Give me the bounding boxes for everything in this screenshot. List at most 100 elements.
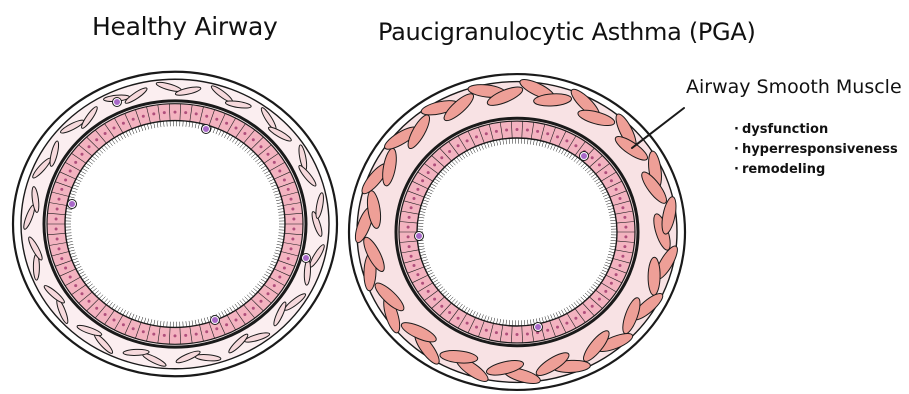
immune-cell-nucleus xyxy=(303,255,309,261)
cell-nucleus xyxy=(433,298,436,301)
cell-nucleus xyxy=(495,331,498,334)
airway-lumen xyxy=(65,121,285,328)
cell-nucleus xyxy=(142,330,145,333)
cell-nucleus xyxy=(624,235,627,238)
cell-nucleus xyxy=(122,122,125,125)
cell-nucleus xyxy=(565,139,568,142)
cell-nucleus xyxy=(466,322,469,325)
cell-nucleus xyxy=(252,138,255,141)
cell-nucleus xyxy=(485,329,488,332)
cell-nucleus xyxy=(546,132,549,135)
cell-nucleus xyxy=(598,163,601,166)
cell-nucleus xyxy=(291,208,294,211)
cell-nucleus xyxy=(621,255,624,258)
smooth-muscle-bundle xyxy=(648,257,661,295)
cell-nucleus xyxy=(427,290,430,293)
cell-nucleus xyxy=(278,170,281,173)
cell-nucleus xyxy=(516,333,519,336)
cell-nucleus xyxy=(243,132,246,135)
cell-nucleus xyxy=(583,311,586,314)
cell-nucleus xyxy=(60,188,63,191)
cell-nucleus xyxy=(421,179,424,182)
cell-nucleus xyxy=(278,276,281,279)
immune-cell-nucleus xyxy=(203,126,209,132)
cell-nucleus xyxy=(427,171,430,174)
immune-cell-nucleus xyxy=(114,99,120,105)
cell-nucleus xyxy=(74,284,77,287)
immune-cell-nucleus xyxy=(581,153,587,159)
cell-nucleus xyxy=(225,323,228,326)
healthy-airway-cross-section xyxy=(13,72,337,377)
cell-nucleus xyxy=(290,247,293,250)
cell-nucleus xyxy=(174,111,177,114)
cell-nucleus xyxy=(58,247,61,250)
cell-nucleus xyxy=(113,127,116,130)
cell-nucleus xyxy=(410,255,413,258)
cell-nucleus xyxy=(95,307,98,310)
cell-nucleus xyxy=(60,257,63,260)
cell-nucleus xyxy=(556,135,559,138)
bullet-dysfunction: dysfunction xyxy=(734,120,898,140)
cell-nucleus xyxy=(174,334,177,337)
cell-nucleus xyxy=(252,307,255,310)
cell-nucleus xyxy=(574,317,577,320)
cell-nucleus xyxy=(287,257,290,260)
cell-nucleus xyxy=(235,127,238,130)
cell-nucleus xyxy=(283,179,286,182)
cell-nucleus xyxy=(536,130,539,133)
cell-nucleus xyxy=(163,334,166,337)
cell-nucleus xyxy=(565,322,568,325)
cell-nucleus xyxy=(267,153,270,156)
cell-nucleus xyxy=(475,326,478,329)
cell-nucleus xyxy=(292,228,295,231)
cell-nucleus xyxy=(407,235,410,238)
immune-cell-nucleus xyxy=(416,233,422,239)
cell-nucleus xyxy=(448,311,451,314)
cell-nucleus xyxy=(81,292,84,295)
cell-nucleus xyxy=(457,144,460,147)
cell-nucleus xyxy=(163,111,166,114)
cell-nucleus xyxy=(495,130,498,133)
cell-nucleus xyxy=(556,326,559,329)
cell-nucleus xyxy=(421,282,424,285)
cell-nucleus xyxy=(132,327,135,330)
cell-nucleus xyxy=(457,317,460,320)
cell-nucleus xyxy=(55,228,58,231)
cell-nucleus xyxy=(64,267,67,270)
cell-nucleus xyxy=(516,128,519,131)
cell-nucleus xyxy=(615,273,618,276)
cell-nucleus xyxy=(619,197,622,200)
immune-cell-nucleus xyxy=(69,201,75,207)
cell-nucleus xyxy=(408,216,411,219)
cell-nucleus xyxy=(225,122,228,125)
cell-nucleus xyxy=(410,206,413,209)
cell-nucleus xyxy=(69,276,72,279)
immune-cell-nucleus xyxy=(535,324,541,330)
airway-lumen xyxy=(417,138,617,326)
cell-nucleus xyxy=(142,115,145,118)
cell-nucleus xyxy=(215,118,218,121)
cell-nucleus xyxy=(604,171,607,174)
cell-nucleus xyxy=(55,218,58,221)
cell-nucleus xyxy=(104,313,107,316)
cell-nucleus xyxy=(195,112,198,115)
cell-nucleus xyxy=(58,198,61,201)
cell-nucleus xyxy=(243,313,246,316)
cell-nucleus xyxy=(88,145,91,148)
cell-nucleus xyxy=(152,333,155,336)
cell-nucleus xyxy=(122,323,125,326)
cell-nucleus xyxy=(615,188,618,191)
cell-nucleus xyxy=(591,305,594,308)
cell-nucleus xyxy=(260,145,263,148)
cell-nucleus xyxy=(505,333,508,336)
cell-nucleus xyxy=(283,267,286,270)
smooth-muscle-bundle xyxy=(123,349,149,356)
pga-airway-cross-section xyxy=(349,74,685,390)
cell-nucleus xyxy=(485,132,488,135)
cell-nucleus xyxy=(273,161,276,164)
cell-nucleus xyxy=(433,163,436,166)
cell-nucleus xyxy=(475,135,478,138)
cell-nucleus xyxy=(104,132,107,135)
